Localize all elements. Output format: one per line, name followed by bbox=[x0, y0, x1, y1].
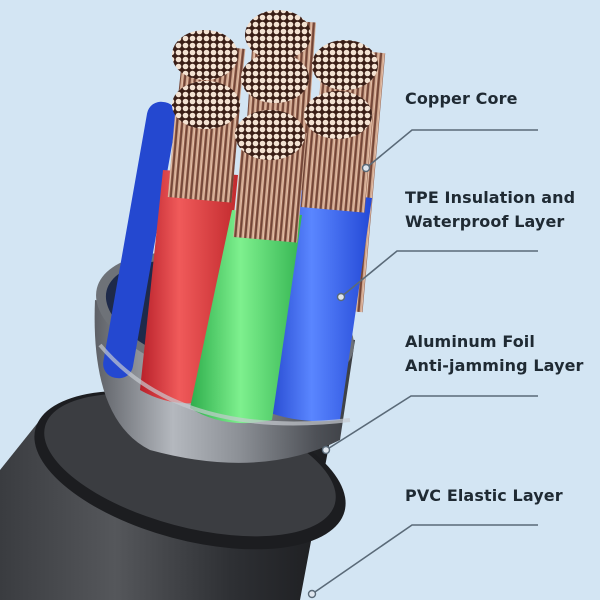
foil-rim bbox=[98, 343, 351, 426]
green-core bbox=[190, 110, 307, 424]
label-aluminum-foil: Aluminum Foil Anti-jamming Layer bbox=[405, 332, 584, 375]
label-pvc-elastic: PVC Elastic Layer bbox=[405, 486, 563, 505]
callout-anchor-pvc-elastic bbox=[307, 589, 317, 599]
callout-lines bbox=[307, 129, 538, 599]
callout-line-tpe-insulation bbox=[340, 250, 538, 298]
callout-line-aluminum-foil bbox=[325, 395, 538, 451]
callout-anchor-copper-core bbox=[361, 163, 371, 173]
callout-line-pvc-elastic bbox=[311, 524, 538, 595]
label-tpe-insulation: TPE Insulation and Waterproof Layer bbox=[405, 188, 576, 231]
blue-core bbox=[262, 91, 374, 422]
label-copper-core: Copper Core bbox=[405, 89, 518, 108]
callout-line-copper-core bbox=[365, 129, 538, 169]
callout-anchor-aluminum-foil bbox=[321, 445, 331, 455]
callout-anchor-tpe-insulation bbox=[336, 292, 346, 302]
